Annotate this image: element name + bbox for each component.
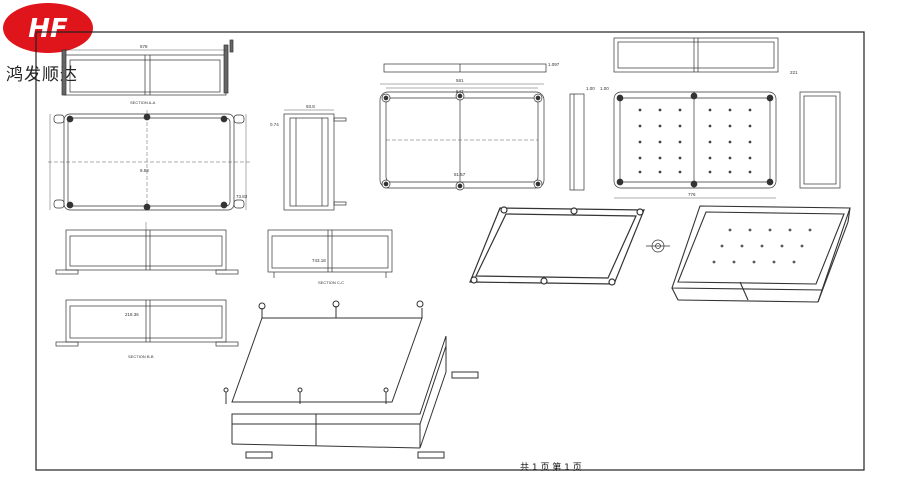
dim-lid-thickness: 1.00 (586, 86, 595, 91)
side-narrow-view (283, 109, 347, 211)
bottom-plan-view (613, 91, 777, 199)
company-name: 鸿发顺达 (6, 65, 78, 85)
section-aa-view (61, 39, 234, 96)
section-cc-label: SECTION C-C (318, 280, 344, 285)
lid-edge-view (383, 63, 547, 73)
dim-top-length: 578 (140, 44, 148, 49)
section-aa-label: SECTION A-A (130, 100, 156, 105)
logo-letters: HF (28, 14, 68, 44)
dim-lip: 1.097 (548, 62, 560, 67)
dim-height-side: 93.8 (306, 104, 315, 109)
side-view-left (55, 222, 239, 275)
section-bb-label: SECTION B-B (128, 354, 154, 359)
detail-screw-view (646, 239, 670, 253)
drawing-frame (35, 31, 865, 471)
company-logo: HF (3, 3, 93, 53)
bottom-edge-view (613, 37, 779, 73)
dim-bb: 218.36 (125, 312, 139, 317)
dim-lid-width: 581 (456, 78, 464, 83)
lid-side-view (569, 93, 585, 191)
dim-height-small: 0.74 (270, 122, 279, 127)
dim-b3: 221 (790, 70, 798, 75)
dim-inner: 81.57 (454, 172, 466, 177)
iso-box-bottom (671, 205, 851, 303)
dim-side-thickness: 1.00 (600, 86, 609, 91)
section-cc-view (267, 229, 393, 278)
dim-bottom-width: 776 (688, 192, 696, 197)
dim-cc: 743.18 (312, 258, 326, 263)
iso-lid-gasket (469, 206, 645, 286)
iso-exploded-assembly (223, 300, 479, 459)
dim-side: 73.83 (236, 194, 248, 199)
dim-lid-inner: 547 (456, 89, 464, 94)
plan-view (48, 110, 250, 212)
page-count-footer: 共 1 页 第 1 页 (520, 463, 582, 473)
lid-plan-view (379, 83, 545, 191)
section-bb-view (55, 299, 239, 347)
bottom-side-view (799, 91, 841, 189)
dim-plan-width: 9.58 (140, 168, 149, 173)
